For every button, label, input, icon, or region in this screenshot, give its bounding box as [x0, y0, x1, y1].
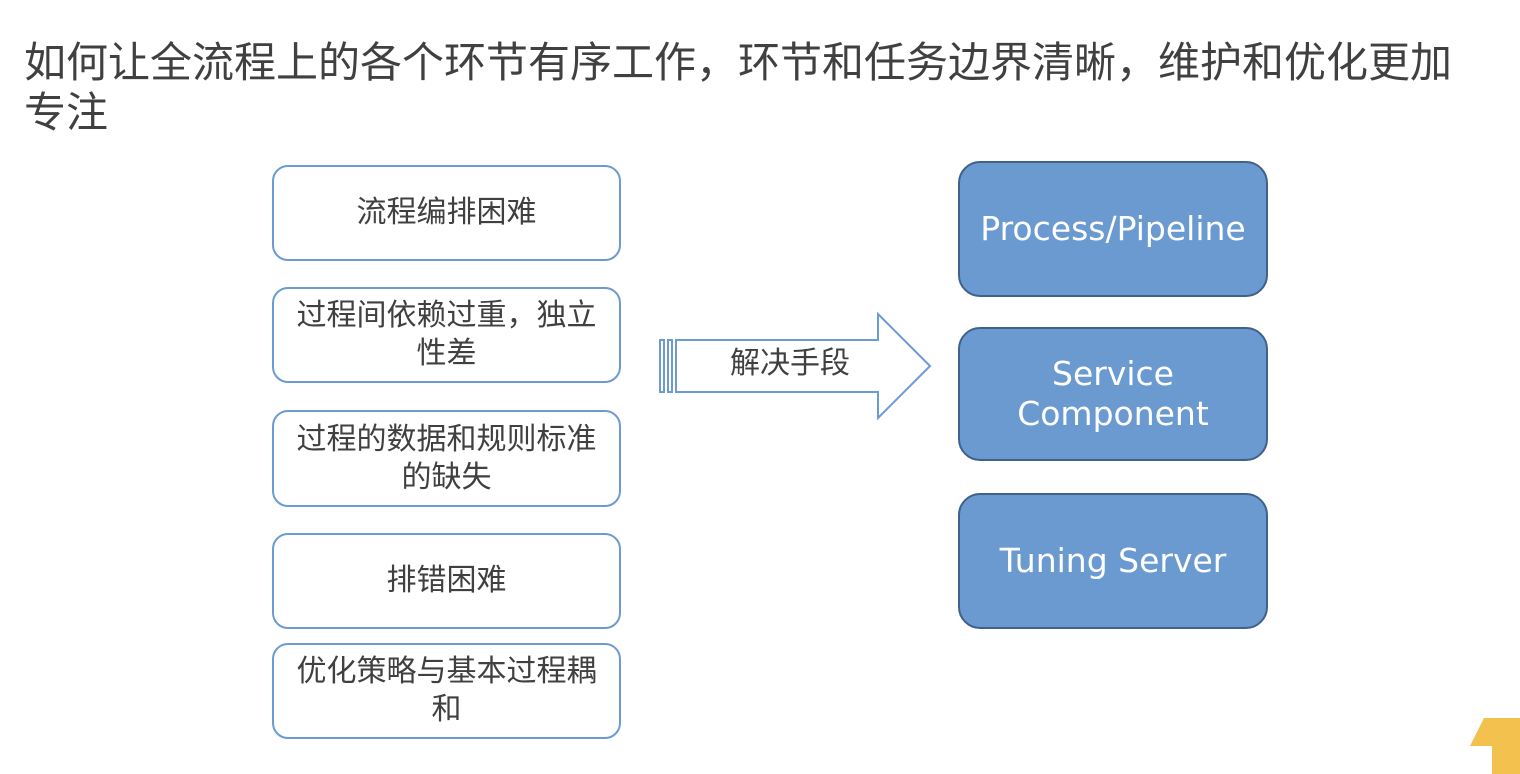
- solution-box-pipeline: Process/Pipeline: [958, 161, 1268, 297]
- slide-title: 如何让全流程上的各个环节有序工作，环节和任务边界清晰，维护和优化更加专注: [24, 38, 1453, 137]
- problem-box-dependency: 过程间依赖过重，独立性差: [272, 287, 621, 383]
- problem-box-coupling: 优化策略与基本过程耦和: [272, 643, 621, 739]
- solution-box-service-component: Service Component: [958, 327, 1268, 461]
- solution-box-tuning-server: Tuning Server: [958, 493, 1268, 629]
- problem-box-standards: 过程的数据和规则标准的缺失: [272, 410, 621, 507]
- solution-arrow: 解决手段: [658, 312, 934, 420]
- problem-box-troubleshooting: 排错困难: [272, 533, 621, 629]
- arrow-shape-icon: [659, 312, 932, 420]
- arrow-label: 解决手段: [730, 346, 850, 381]
- corner-logo-icon: [1470, 718, 1520, 774]
- problem-box-orchestration: 流程编排困难: [272, 165, 621, 261]
